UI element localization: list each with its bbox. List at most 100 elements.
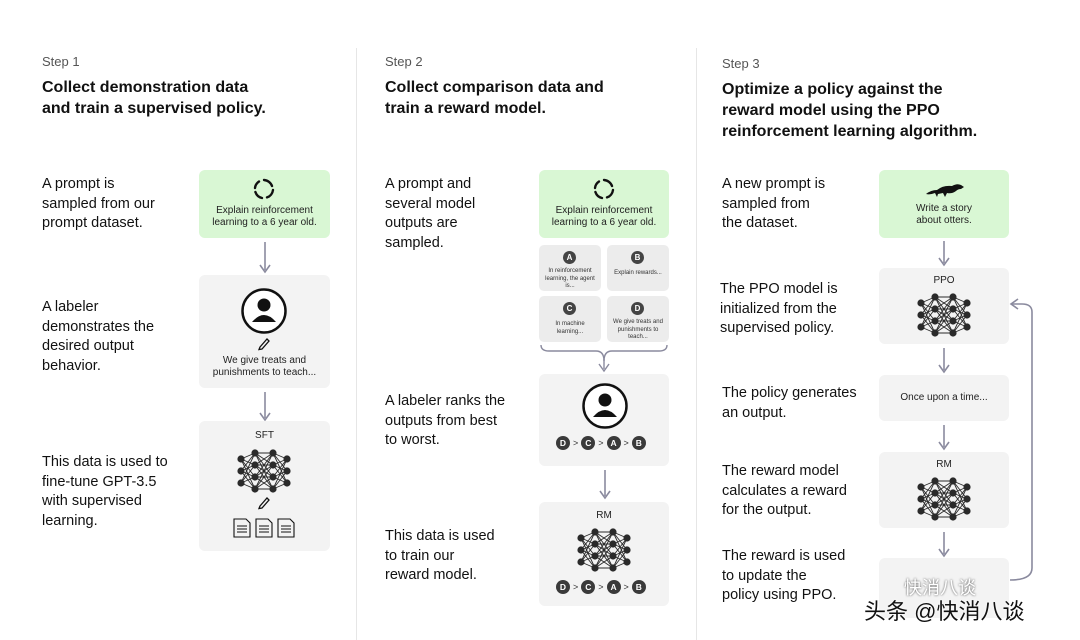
network-node — [917, 483, 925, 491]
rank-badge: C — [581, 436, 596, 450]
network-node — [931, 477, 939, 485]
rank-badge: A — [606, 436, 621, 450]
network-node — [931, 317, 939, 325]
watermark-text: 头条 @快消八谈 — [864, 599, 1025, 624]
column-divider — [356, 48, 357, 640]
rank-badge: A — [606, 580, 621, 594]
refresh-icon — [253, 178, 275, 200]
otter-icon — [926, 184, 964, 197]
network-node — [931, 329, 939, 337]
output-card-c: C In machine learning... — [539, 296, 601, 342]
neural-network-icon — [577, 528, 631, 572]
documents-icon — [233, 518, 295, 538]
network-node — [963, 507, 971, 515]
network-node — [577, 546, 585, 554]
rm-label: RM — [936, 459, 952, 470]
network-node — [931, 501, 939, 509]
network-node — [931, 293, 939, 301]
watermark-logo-text: 快消八谈 — [904, 578, 976, 598]
feedback-loop-arrow — [1009, 298, 1033, 581]
step-2-label: Step 2 — [385, 54, 423, 69]
network-node — [623, 558, 631, 566]
network-node — [949, 317, 957, 325]
rank-badge: D — [556, 436, 570, 450]
network-node — [609, 528, 617, 536]
network-node — [283, 479, 291, 487]
step-1-label: Step 1 — [42, 54, 80, 69]
network-node — [949, 293, 957, 301]
rank-separator: > — [623, 438, 629, 448]
ppo-label: PPO — [933, 275, 955, 286]
pencil-icon — [257, 338, 270, 351]
network-node — [237, 467, 245, 475]
network-node — [949, 477, 957, 485]
network-node — [591, 552, 599, 560]
network-node — [949, 501, 957, 509]
network-node — [251, 473, 259, 481]
network-node — [251, 461, 259, 469]
refresh-icon — [593, 178, 615, 200]
network-node — [917, 311, 925, 319]
network-node — [917, 495, 925, 503]
network-node — [609, 552, 617, 560]
down-arrow — [599, 470, 611, 500]
down-arrow — [259, 242, 271, 274]
rank-separator: > — [573, 582, 579, 592]
pencil-icon — [257, 497, 270, 510]
network-node — [283, 455, 291, 463]
rank-badge: C — [581, 580, 596, 594]
person-icon — [582, 383, 628, 429]
rm-card: RM D>C>A>B — [539, 502, 669, 606]
output-card-d: D We give treats and punishments to teac… — [607, 296, 669, 342]
column-divider — [696, 48, 697, 640]
rank-separator: > — [598, 438, 604, 448]
network-node — [931, 513, 939, 521]
network-node — [931, 489, 939, 497]
network-node — [269, 461, 277, 469]
ranking-card: D>C>A>B — [539, 374, 669, 466]
neural-network-icon — [917, 293, 971, 337]
network-node — [917, 323, 925, 331]
policy-output-card: Once upon a time... — [879, 375, 1009, 421]
network-node — [917, 507, 925, 515]
network-node — [269, 449, 277, 457]
network-node — [269, 485, 277, 493]
network-node — [931, 305, 939, 313]
rank-badge: B — [631, 436, 646, 450]
output-card-b: B Explain rewards... — [607, 245, 669, 291]
network-node — [949, 513, 957, 521]
ppo-card: PPO — [879, 268, 1009, 344]
step-3-label: Step 3 — [722, 56, 760, 71]
network-node — [963, 323, 971, 331]
network-node — [963, 495, 971, 503]
rank-separator: > — [573, 438, 579, 448]
down-arrow — [938, 241, 950, 267]
down-arrow — [938, 425, 950, 451]
network-node — [283, 467, 291, 475]
rm-card: RM — [879, 452, 1009, 528]
network-node — [623, 534, 631, 542]
down-arrow — [259, 392, 271, 422]
brace-connector — [540, 344, 668, 373]
down-arrow — [938, 532, 950, 558]
rank-badge: B — [631, 580, 646, 594]
network-node — [251, 449, 259, 457]
network-node — [609, 564, 617, 572]
